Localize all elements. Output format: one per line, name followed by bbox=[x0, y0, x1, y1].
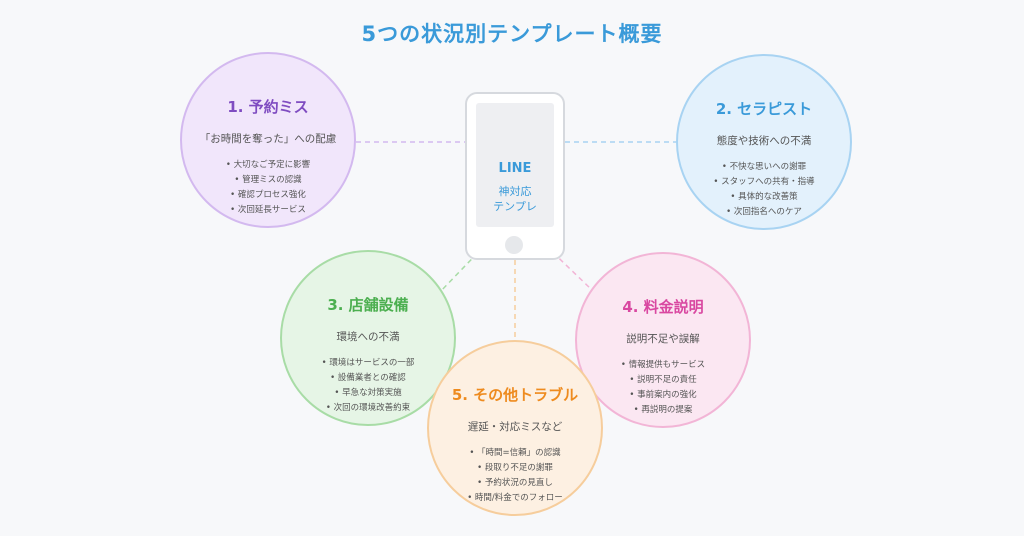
phone-label-line: LINE bbox=[498, 161, 532, 176]
list-item: • 大切なご予定に影響 bbox=[225, 160, 311, 170]
list-item: • 情報提供もサービス bbox=[620, 360, 706, 370]
phone-illustration: LINE 神対応 テンプレ bbox=[465, 92, 565, 260]
circle-title: 2. セラピスト bbox=[715, 100, 813, 118]
list-item: • 環境はサービスの一部 bbox=[321, 358, 415, 368]
phone-label-kami: 神対応 bbox=[498, 185, 532, 198]
list-item: • 確認プロセス強化 bbox=[230, 190, 306, 200]
circle-title: 5. その他トラブル bbox=[451, 386, 579, 404]
list-item: • 説明不足の責任 bbox=[629, 375, 697, 385]
circle-pricing-explanation: 4. 料金説明 説明不足や誤解 • 情報提供もサービス • 説明不足の責任 • … bbox=[575, 252, 751, 428]
circle-list: • 環境はサービスの一部 • 設備業者との確認 • 早急な対策実施 • 次回の環… bbox=[282, 356, 454, 416]
list-item: • 管理ミスの認識 bbox=[234, 175, 302, 185]
circle-list: • 大切なご予定に影響 • 管理ミスの認識 • 確認プロセス強化 • 次回延長サ… bbox=[182, 158, 354, 218]
list-item: • 段取り不足の謝罪 bbox=[477, 463, 553, 473]
list-item: • スタッフへの共有・指導 bbox=[713, 177, 815, 187]
list-item: • 次回延長サービス bbox=[230, 205, 306, 215]
list-item: • 次回指名へのケア bbox=[726, 207, 802, 217]
circle-other-trouble: 5. その他トラブル 遅延・対応ミスなど • 「時間=信頼」の認識 • 段取り不… bbox=[427, 340, 603, 516]
list-item: • 次回の環境改善約束 bbox=[325, 403, 411, 413]
circle-reservation-mistake: 1. 予約ミス 「お時間を奪った」への配慮 • 大切なご予定に影響 • 管理ミス… bbox=[180, 52, 356, 228]
list-item: • 予約状況の見直し bbox=[477, 478, 553, 488]
list-item: • 設備業者との確認 bbox=[330, 373, 406, 383]
list-item: • 再説明の提案 bbox=[633, 405, 693, 415]
list-item: • 不快な思いへの謝罪 bbox=[721, 162, 807, 172]
list-item: • 事前案内の強化 bbox=[629, 390, 697, 400]
page-title: 5つの状況別テンプレート概要 bbox=[361, 22, 663, 46]
phone-label-template: テンプレ bbox=[493, 200, 537, 213]
circle-list: • 「時間=信頼」の認識 • 段取り不足の謝罪 • 予約状況の見直し • 時間/… bbox=[429, 446, 601, 506]
circle-list: • 情報提供もサービス • 説明不足の責任 • 事前案内の強化 • 再説明の提案 bbox=[577, 358, 749, 418]
list-item: • 時間/料金でのフォロー bbox=[467, 493, 563, 503]
circle-title: 3. 店舗設備 bbox=[327, 296, 409, 314]
circle-list: • 不快な思いへの謝罪 • スタッフへの共有・指導 • 具体的な改善策 • 次回… bbox=[678, 160, 850, 220]
circle-subtitle: 「お時間を奪った」への配慮 bbox=[199, 133, 337, 145]
circle-therapist: 2. セラピスト 態度や技術への不満 • 不快な思いへの謝罪 • スタッフへの共… bbox=[676, 54, 852, 230]
list-item: • 具体的な改善策 bbox=[730, 192, 798, 202]
circle-title: 1. 予約ミス bbox=[227, 98, 309, 116]
circle-store-facilities: 3. 店舗設備 環境への不満 • 環境はサービスの一部 • 設備業者との確認 •… bbox=[280, 250, 456, 426]
list-item: • 早急な対策実施 bbox=[334, 388, 402, 398]
circle-title: 4. 料金説明 bbox=[622, 298, 704, 316]
circle-subtitle: 態度や技術への不満 bbox=[716, 135, 812, 147]
phone-screen: LINE 神対応 テンプレ bbox=[476, 103, 554, 227]
list-item: • 「時間=信頼」の認識 bbox=[469, 448, 561, 458]
phone-home-button bbox=[505, 236, 523, 254]
circle-subtitle: 説明不足や誤解 bbox=[626, 333, 700, 345]
circle-subtitle: 遅延・対応ミスなど bbox=[467, 421, 563, 433]
circle-subtitle: 環境への不満 bbox=[336, 331, 400, 343]
